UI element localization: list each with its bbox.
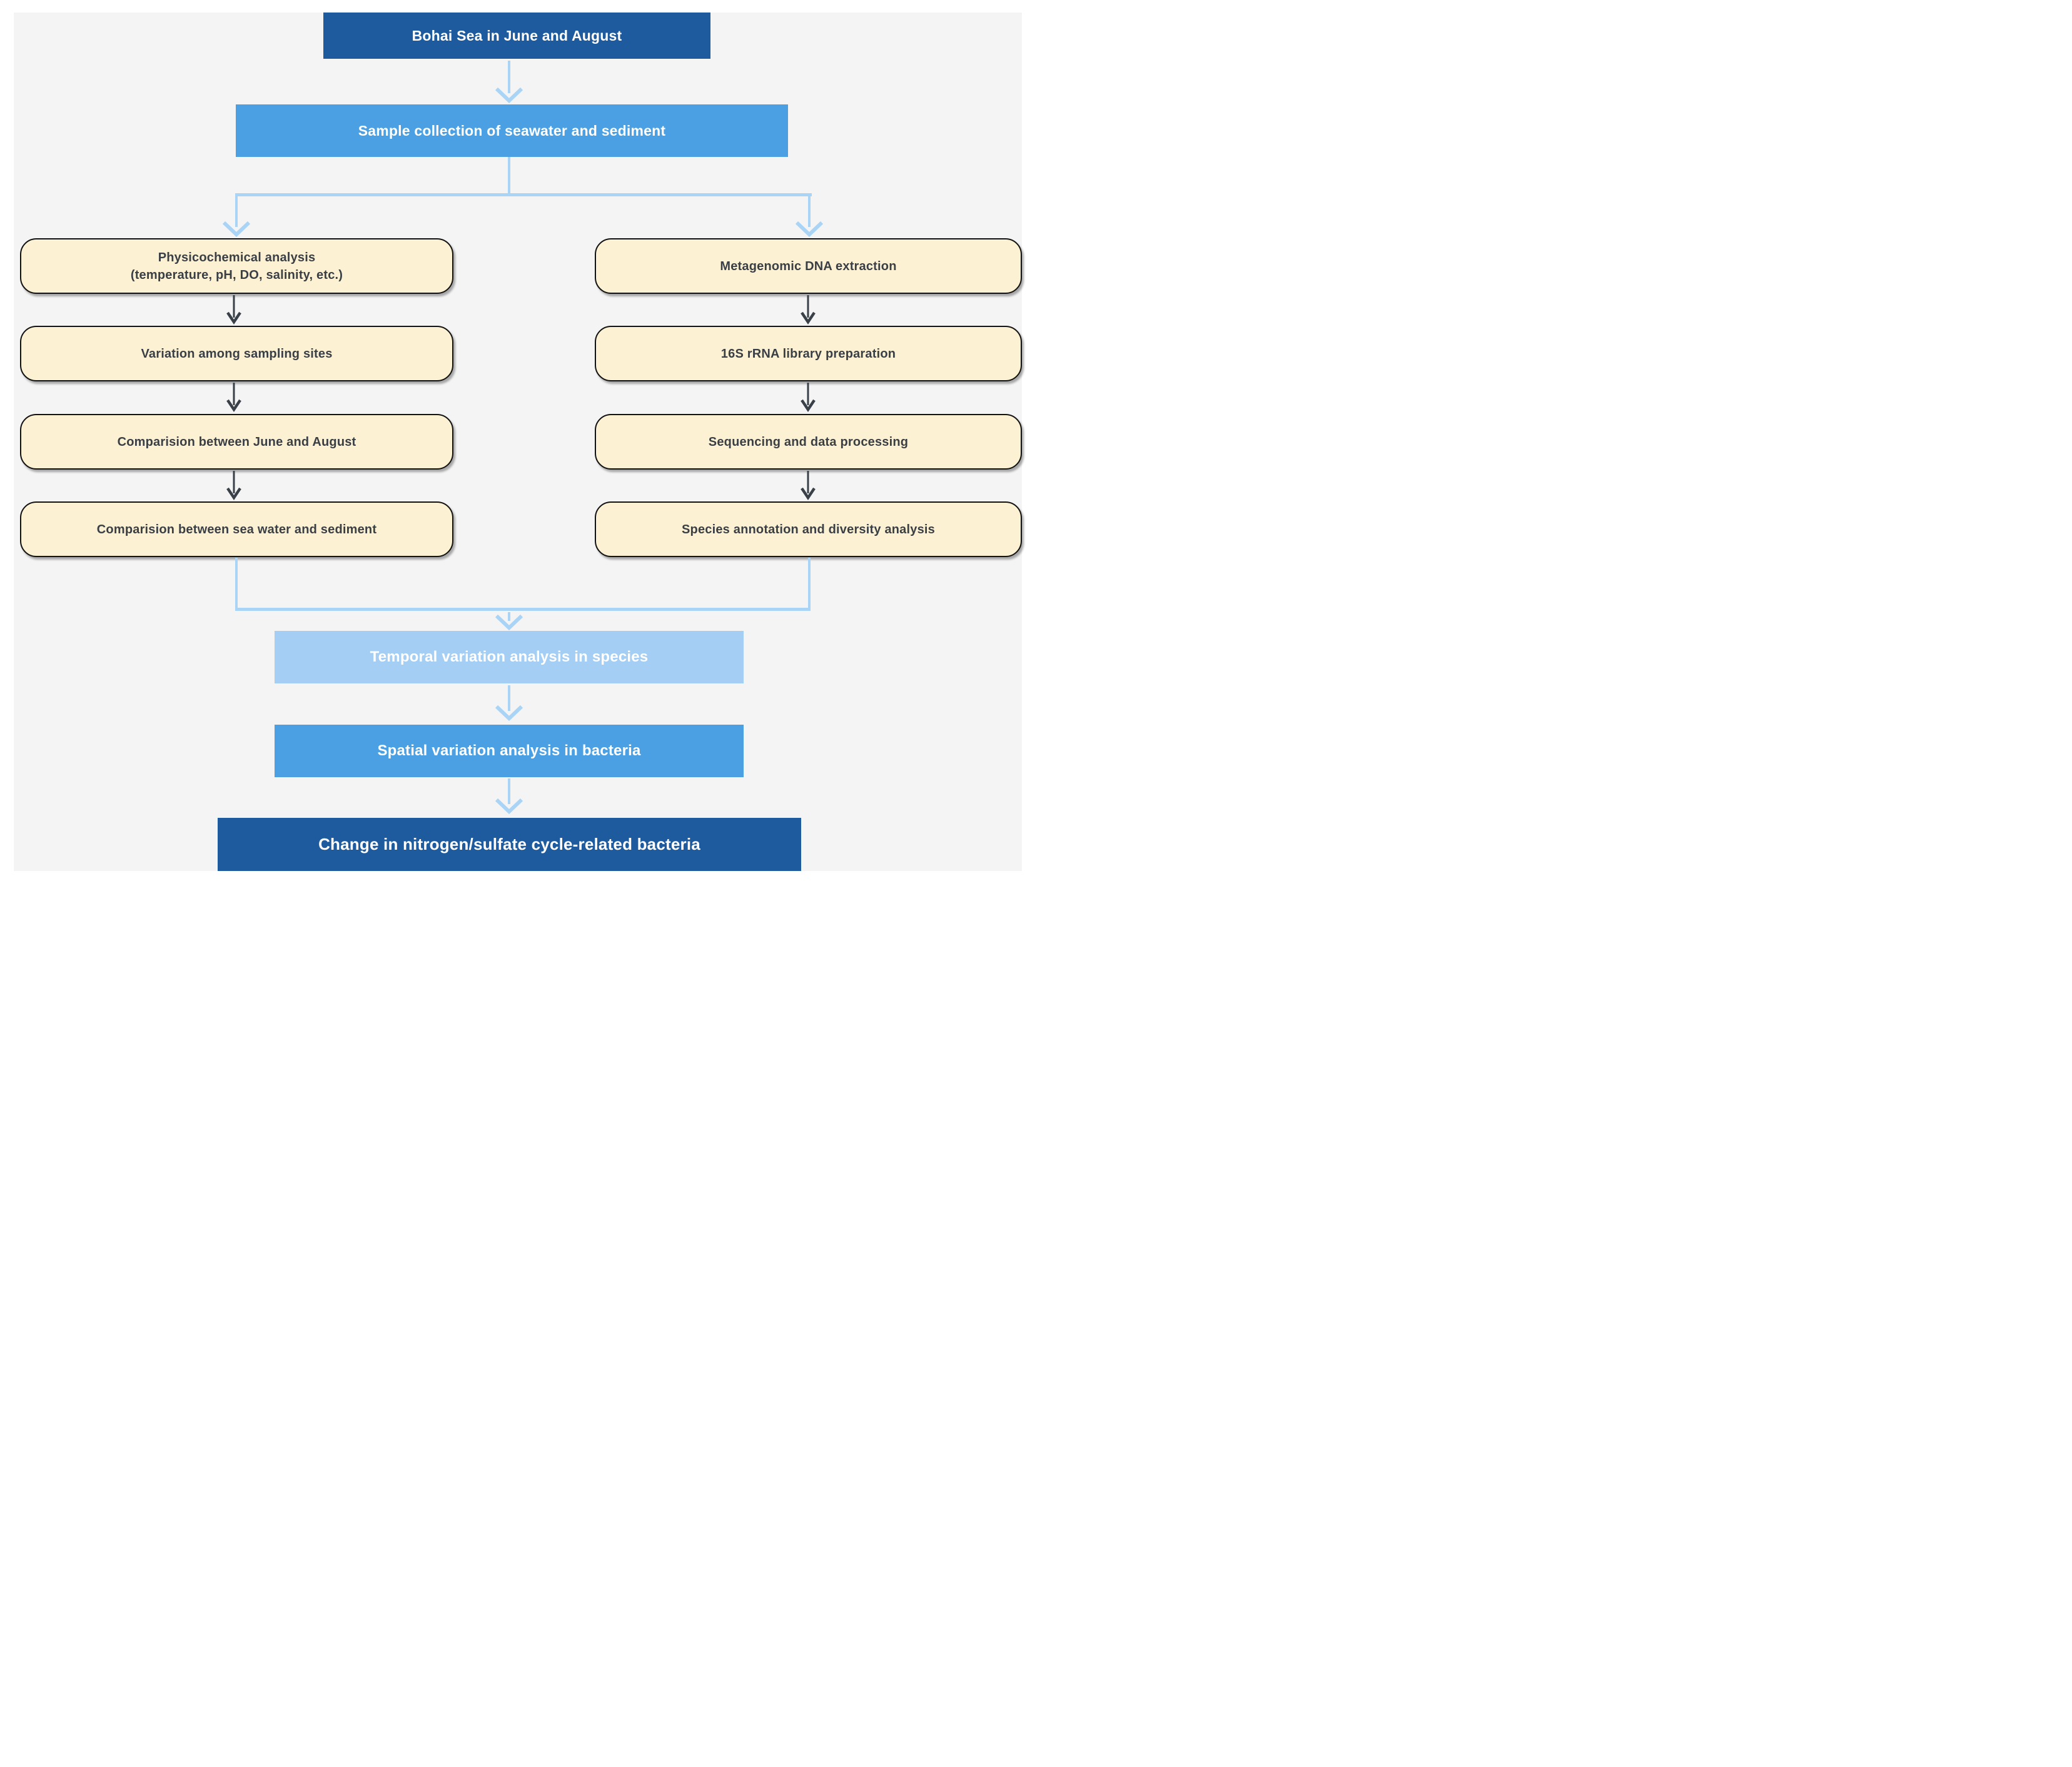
node-species-annotation-diversity: Species annotation and diversity analysi… [595, 501, 1022, 557]
connector-line [235, 558, 238, 611]
node-bohai-sea: Bohai Sea in June and August [323, 13, 710, 59]
arrow-down-icon [495, 685, 523, 722]
connector-line [235, 608, 811, 611]
node-label: Spatial variation analysis in bacteria [377, 742, 641, 759]
arrow-down-icon [226, 295, 241, 325]
arrow-down-icon [801, 295, 816, 325]
node-label: Metagenomic DNA extraction [720, 259, 897, 273]
node-label: 16S rRNA library preparation [720, 346, 896, 361]
node-sample-collection: Sample collection of seawater and sedime… [236, 104, 788, 157]
arrow-down-icon [222, 196, 251, 238]
node-label: Variation among sampling sites [141, 346, 333, 361]
arrow-down-icon [795, 196, 824, 238]
arrow-down-icon [226, 383, 241, 413]
node-metagenomic-dna-extraction: Metagenomic DNA extraction [595, 238, 1022, 294]
node-sequencing-data-processing: Sequencing and data processing [595, 414, 1022, 470]
node-physicochemical-analysis: Physicochemical analysis (temperature, p… [20, 238, 453, 294]
node-label: Sequencing and data processing [708, 435, 909, 449]
node-change-nitrogen-sulfate: Change in nitrogen/sulfate cycle-related… [218, 818, 801, 871]
arrow-down-icon [801, 383, 816, 413]
node-label: Comparision between sea water and sedime… [96, 522, 377, 536]
arrow-down-icon [801, 471, 816, 501]
node-label: Comparision between June and August [117, 435, 356, 449]
node-label: Temporal variation analysis in species [370, 648, 649, 665]
node-temporal-variation: Temporal variation analysis in species [275, 631, 744, 683]
arrow-down-icon [495, 61, 523, 104]
node-comparison-june-august: Comparision between June and August [20, 414, 453, 470]
node-label: Sample collection of seawater and sedime… [358, 122, 666, 139]
arrow-down-icon [495, 778, 523, 815]
arrow-down-icon [226, 471, 241, 501]
connector-line [235, 193, 812, 196]
node-variation-sampling-sites: Variation among sampling sites [20, 326, 453, 381]
node-label: Physicochemical analysis [158, 250, 316, 264]
node-label: Species annotation and diversity analysi… [681, 522, 935, 536]
node-16s-rrna-library: 16S rRNA library preparation [595, 326, 1022, 381]
node-label: Change in nitrogen/sulfate cycle-related… [318, 835, 700, 853]
node-spatial-variation: Spatial variation analysis in bacteria [275, 725, 744, 777]
node-sublabel: (temperature, pH, DO, salinity, etc.) [130, 268, 343, 282]
arrow-down-icon [495, 612, 523, 631]
node-comparison-seawater-sediment: Comparision between sea water and sedime… [20, 501, 453, 557]
connector-line [508, 157, 510, 193]
flowchart-figure: Bohai Sea in June and August Sample coll… [0, 0, 1036, 884]
connector-line [808, 558, 811, 611]
node-label: Bohai Sea in June and August [412, 27, 622, 44]
